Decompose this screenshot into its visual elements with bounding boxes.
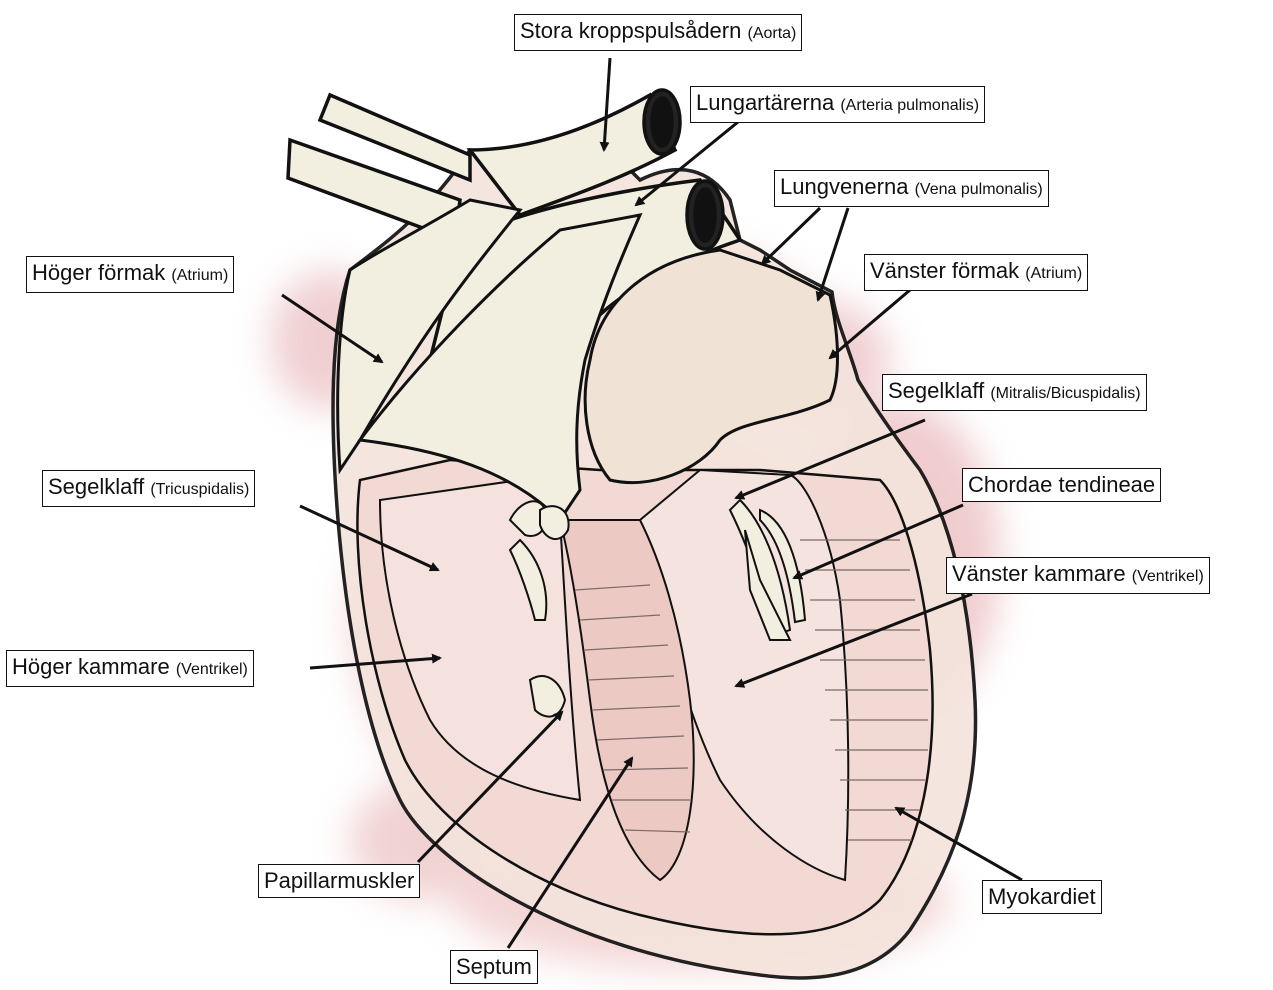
label-right-ventricle-sub: (Ventrikel) <box>176 661 248 678</box>
label-tricuspid-valve-sub: (Tricuspidalis) <box>150 481 249 498</box>
label-pulmonary-artery-sub: (Arteria pulmonalis) <box>840 97 979 114</box>
label-pulmonary-veins-sub: (Vena pulmonalis) <box>915 181 1043 198</box>
label-myocardium-main: Myokardiet <box>988 884 1096 909</box>
label-myocardium: Myokardiet <box>982 880 1102 914</box>
label-right-atrium: Höger förmak (Atrium) <box>26 256 234 293</box>
label-mitral-valve-sub: (Mitralis/Bicuspidalis) <box>990 385 1140 402</box>
label-pulmonary-artery: Lungartärerna (Arteria pulmonalis) <box>690 86 985 123</box>
label-chordae: Chordae tendineae <box>962 468 1161 502</box>
label-chordae-main: Chordae tendineae <box>968 472 1155 497</box>
label-pulmonary-veins-main: Lungvenerna <box>780 174 908 199</box>
label-septum-main: Septum <box>456 954 532 979</box>
label-left-atrium-sub: (Atrium) <box>1025 265 1082 282</box>
label-right-atrium-sub: (Atrium) <box>171 267 228 284</box>
label-right-ventricle: Höger kammare (Ventrikel) <box>6 650 254 687</box>
label-left-atrium-main: Vänster förmak <box>870 258 1019 283</box>
label-right-ventricle-main: Höger kammare <box>12 654 170 679</box>
label-left-ventricle: Vänster kammare (Ventrikel) <box>946 557 1210 594</box>
label-aorta-main: Stora kroppspulsådern <box>520 18 741 43</box>
label-septum: Septum <box>450 950 538 984</box>
label-right-atrium-main: Höger förmak <box>32 260 165 285</box>
label-papillary-main: Papillarmuskler <box>264 868 414 893</box>
label-papillary: Papillarmuskler <box>258 864 420 898</box>
label-left-ventricle-main: Vänster kammare <box>952 561 1126 586</box>
label-aorta: Stora kroppspulsådern (Aorta) <box>514 14 802 51</box>
label-tricuspid-valve: Segelklaff (Tricuspidalis) <box>42 470 255 507</box>
label-mitral-valve: Segelklaff (Mitralis/Bicuspidalis) <box>882 374 1147 411</box>
label-mitral-valve-main: Segelklaff <box>888 378 984 403</box>
label-pulmonary-veins: Lungvenerna (Vena pulmonalis) <box>774 170 1049 207</box>
label-left-atrium: Vänster förmak (Atrium) <box>864 254 1088 291</box>
label-tricuspid-valve-main: Segelklaff <box>48 474 144 499</box>
label-left-ventricle-sub: (Ventrikel) <box>1132 568 1204 585</box>
label-aorta-sub: (Aorta) <box>747 25 796 42</box>
label-pulmonary-artery-main: Lungartärerna <box>696 90 834 115</box>
